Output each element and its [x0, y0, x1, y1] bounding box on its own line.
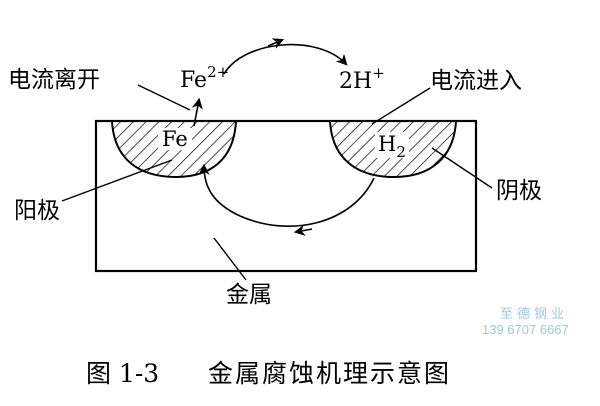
label-h-ion-sup: + [372, 64, 385, 82]
metal-block [94, 119, 478, 273]
leader-anode [61, 159, 173, 202]
label-cathode: 阴极 [496, 178, 542, 204]
leader-current-in [371, 87, 431, 125]
leader-current-out [137, 84, 191, 111]
leader-metal [213, 237, 247, 281]
electron-flow-arc [198, 163, 375, 227]
watermark-name: 至德钢业 [500, 306, 568, 321]
label-fe-ion: Fe2+ [180, 63, 229, 93]
label-current-in: 电流进入 [430, 68, 522, 94]
label-h2: H2 [378, 132, 406, 161]
caption-title: 金属腐蚀机理示意图 [208, 359, 451, 388]
ion-flow-arc-top [223, 43, 348, 75]
watermark-phone: 139 6707 6667 [482, 322, 569, 337]
label-current-out: 电流离开 [8, 67, 100, 93]
caption-number: 图 1-3 [86, 359, 159, 388]
label-h-ion: 2H+ [339, 64, 385, 94]
label-fe-ion-sup: 2+ [207, 63, 229, 81]
electron-flow-arrowhead-mid [293, 224, 313, 236]
ion-flow-arrowhead-mid [267, 38, 285, 49]
label-h2-sub: 2 [396, 143, 406, 161]
fe-release-arrow [191, 97, 203, 127]
leader-cathode [431, 147, 493, 189]
label-fe: Fe [162, 127, 188, 151]
label-anode: 阳极 [14, 198, 60, 224]
label-metal: 金属 [226, 282, 272, 308]
